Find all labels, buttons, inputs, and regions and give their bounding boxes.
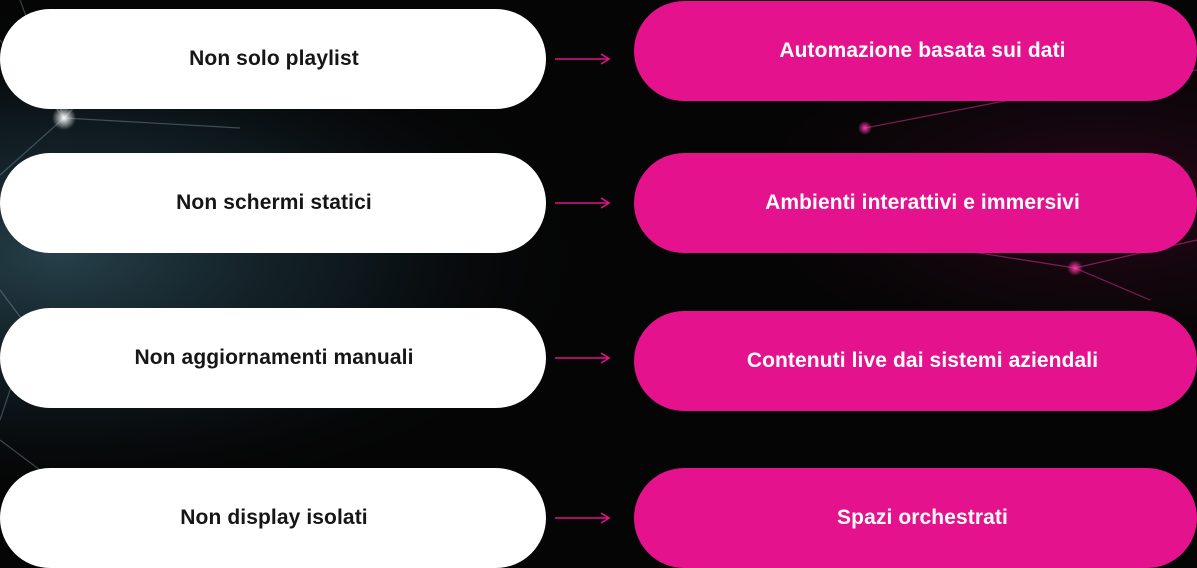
comparison-row: Non solo playlist Automazione basata sui… bbox=[0, 1, 1197, 109]
old-approach-pill: Non schermi statici bbox=[0, 153, 546, 253]
old-approach-pill: Non aggiornamenti manuali bbox=[0, 308, 546, 408]
new-approach-pill: Contenuti live dai sistemi aziendali bbox=[634, 311, 1197, 411]
comparison-row: Non schermi statici Ambienti interattivi… bbox=[0, 153, 1197, 253]
new-approach-pill: Spazi orchestrati bbox=[634, 468, 1197, 568]
arrow-right-icon bbox=[555, 197, 611, 209]
new-approach-pill: Ambienti interattivi e immersivi bbox=[634, 153, 1197, 253]
old-approach-pill: Non display isolati bbox=[0, 468, 546, 568]
new-approach-pill: Automazione basata sui dati bbox=[634, 1, 1197, 101]
old-approach-pill: Non solo playlist bbox=[0, 9, 546, 109]
comparison-row: Non display isolati Spazi orchestrati bbox=[0, 468, 1197, 568]
arrow-right-icon bbox=[555, 512, 611, 524]
comparison-row: Non aggiornamenti manuali Contenuti live… bbox=[0, 308, 1197, 411]
arrow-right-icon bbox=[555, 53, 611, 65]
arrow-right-icon bbox=[555, 352, 611, 364]
